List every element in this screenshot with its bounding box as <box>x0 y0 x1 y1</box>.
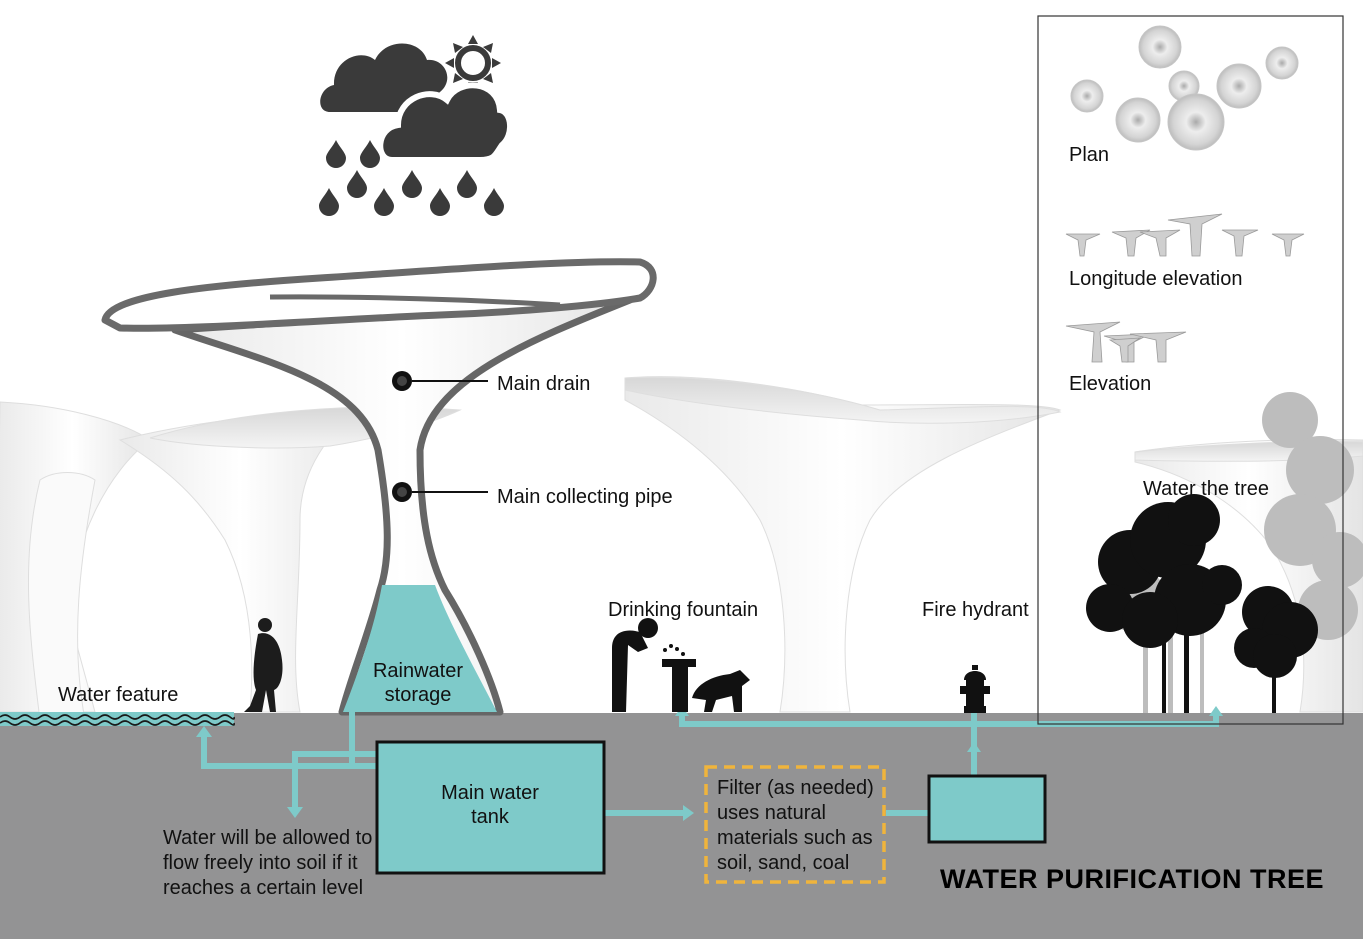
main-collecting-pipe-label: Main collecting pipe <box>497 486 673 508</box>
water-feature <box>0 712 235 726</box>
water-the-tree-label: Water the tree <box>1143 478 1269 500</box>
person-walking-icon <box>244 618 283 712</box>
sun-icon <box>445 35 501 91</box>
weather-icons <box>319 35 513 216</box>
filter-box <box>704 765 886 884</box>
overflow-note: Water will be allowed to flow freely int… <box>163 827 373 899</box>
main-water-tank <box>375 740 606 875</box>
filter-label: Filter (as needed) uses natural material… <box>717 777 874 874</box>
tree-icon <box>1086 392 1363 713</box>
rainwater-storage-label: Rainwater storage <box>372 660 464 706</box>
drinking-fountain-label: Drinking fountain <box>608 599 759 621</box>
raindrop-icon <box>319 140 504 216</box>
elevation-illustration <box>1065 321 1187 363</box>
legend-panel <box>1037 15 1344 725</box>
longitude-elevation-illustration <box>1065 213 1305 257</box>
legend-elevation-label: Elevation <box>1069 373 1152 395</box>
main-tree <box>101 258 657 716</box>
legend-plan-label: Plan <box>1069 144 1110 166</box>
main-drain-label: Main drain <box>497 373 591 395</box>
dog-icon <box>692 670 750 712</box>
fire-hydrant-icon <box>960 665 990 713</box>
diagram-title: WATER PURIFICATION TREE <box>940 864 1324 894</box>
ground <box>0 713 1363 939</box>
drinking-fountain-icon <box>612 618 696 712</box>
legend-longitude-elevation-label: Longitude elevation <box>1069 268 1243 290</box>
main-water-tank-label: Main water tank <box>441 782 539 828</box>
cloud-icon <box>377 82 513 163</box>
fire-hydrant-label: Fire hydrant <box>922 599 1029 621</box>
secondary-water-tank <box>927 774 1047 844</box>
water-feature-label: Water feature <box>58 684 179 706</box>
plan-illustration <box>1070 25 1299 151</box>
